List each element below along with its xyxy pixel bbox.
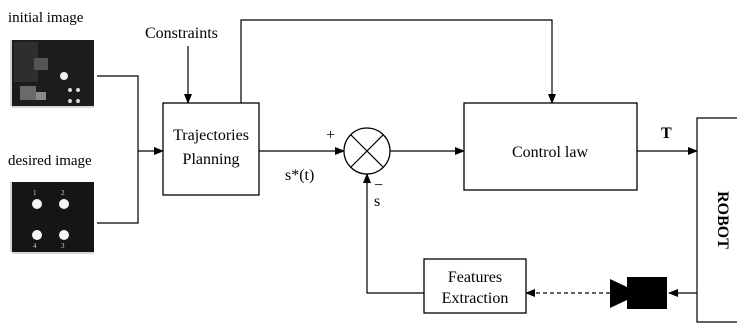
desired-point-label: 3 (61, 242, 65, 250)
constraints-label: Constraints (145, 25, 218, 42)
desired-point-label: 1 (33, 189, 37, 197)
trajectories-planning-block (162, 102, 260, 196)
planning-label: Planning (183, 151, 240, 168)
torque-label: T (661, 125, 672, 142)
summing-junction (343, 127, 391, 175)
desired-point-label: 4 (33, 242, 37, 250)
robot-block (696, 117, 737, 323)
control-law-block (463, 102, 638, 191)
desired-image-label: desired image (8, 153, 92, 169)
image-input-bracket (97, 75, 139, 224)
feedback-signal-label: s (374, 193, 380, 210)
camera-icon (610, 277, 667, 309)
planning-to-control-law-arrow (240, 19, 556, 104)
initial-image-label: initial image (8, 10, 84, 26)
features-extraction-block (423, 258, 527, 314)
reference-signal-label: s*(t) (285, 167, 314, 184)
trajectories-label: Trajectories (173, 127, 249, 144)
control-law-label: Control law (512, 144, 588, 161)
robot-label: ROBOT (714, 191, 731, 249)
feedback-arrow (363, 173, 424, 294)
features-label: Features (448, 269, 502, 286)
minus-sign: − (374, 177, 383, 194)
desired-point-label: 2 (61, 189, 65, 197)
plus-sign: + (326, 127, 335, 144)
desired-image-thumbnail: 1 2 4 3 (10, 182, 94, 254)
extraction-label: Extraction (442, 290, 509, 307)
initial-image-thumbnail (10, 40, 94, 108)
